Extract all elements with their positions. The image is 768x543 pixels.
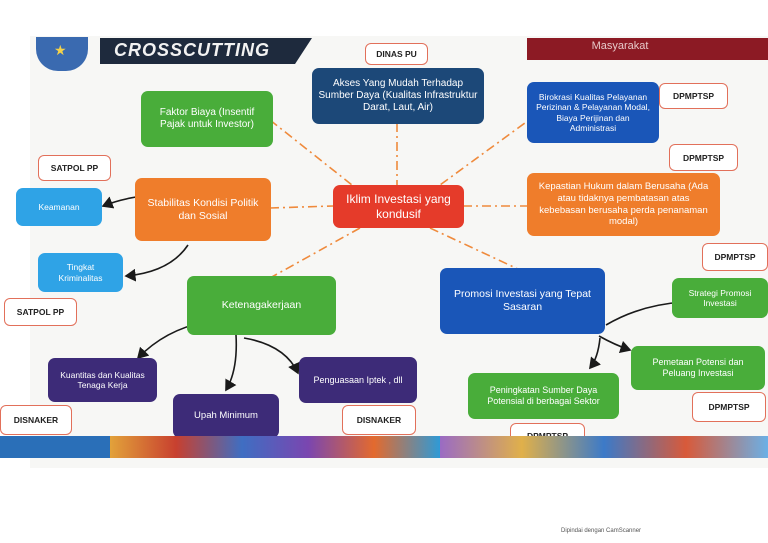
tag-satpol-pp: SATPOL PP bbox=[38, 155, 111, 181]
node-birokrasi: Birokrasi Kualitas Pelayanan Perizinan &… bbox=[527, 82, 659, 143]
tag-dinas-pu: DINAS PU bbox=[365, 43, 428, 65]
node-kepastian-hukum: Kepastian Hukum dalam Berusaha (Ada atau… bbox=[527, 173, 720, 236]
node-akses-sumber-daya: Akses Yang Mudah Terhadap Sumber Daya (K… bbox=[312, 68, 484, 124]
arrow-keamanan bbox=[101, 196, 137, 209]
tag-dpmptsp: DPMPTSP bbox=[669, 144, 738, 171]
node-ketenagakerjaan: Ketenagakerjaan bbox=[187, 276, 336, 335]
connector-stabilitas bbox=[269, 205, 334, 209]
tag-dpmptsp: DPMPTSP bbox=[659, 83, 728, 109]
decorative-strip-center bbox=[110, 436, 440, 458]
diagram-title: CROSSCUTTING bbox=[114, 40, 270, 60]
node-stabilitas: Stabilitas Kondisi Politik dan Sosial bbox=[135, 178, 271, 241]
node-peningkatan-sumber-daya: Peningkatan Sumber Daya Potensial di ber… bbox=[468, 373, 619, 419]
node-penguasaan-iptek: Penguasaan Iptek , dll bbox=[299, 357, 417, 403]
decorative-strip-right bbox=[440, 436, 768, 458]
arrow-upah bbox=[225, 334, 238, 392]
connector-faktor-biaya bbox=[269, 119, 353, 186]
tag-satpol-pp: SATPOL PP bbox=[4, 298, 77, 326]
connector-birokrasi bbox=[439, 111, 541, 186]
arrow-kriminalitas bbox=[124, 244, 189, 282]
arrow-peningkatan bbox=[589, 337, 601, 370]
node-keamanan: Keamanan bbox=[16, 188, 102, 226]
connector-ketenagakerjaan bbox=[269, 227, 361, 279]
node-pemetaan-potensi: Pemetaan Potensi dan Peluang Investasi bbox=[631, 346, 765, 390]
masyarakat-label: Masyarakat bbox=[591, 40, 649, 52]
node-iklim-investasi-center: Iklim Investasi yang kondusif bbox=[333, 185, 464, 228]
tag-disnaker: DISNAKER bbox=[342, 405, 416, 435]
scanner-watermark: Dipindai dengan CamScanner bbox=[561, 528, 642, 534]
node-strategi-promosi: Strategi Promosi Investasi bbox=[672, 278, 768, 318]
tag-disnaker: DISNAKER bbox=[0, 405, 72, 435]
node-kuantitas-kualitas: Kuantitas dan Kualitas Tenaga Kerja bbox=[48, 358, 157, 402]
arrow-iptek bbox=[243, 337, 300, 375]
node-promosi-investasi: Promosi Investasi yang Tepat Sasaran bbox=[440, 268, 605, 334]
node-faktor-biaya: Faktor Biaya (Insentif Pajak untuk Inves… bbox=[141, 91, 273, 147]
node-upah-minimum: Upah Minimum bbox=[173, 394, 279, 438]
connector-promosi bbox=[429, 227, 521, 271]
masyarakat-bar bbox=[527, 38, 768, 60]
tag-dpmptsp: DPMPTSP bbox=[702, 243, 768, 271]
decorative-strip-left bbox=[0, 436, 110, 458]
header-banner bbox=[100, 38, 312, 64]
arrow-pemetaan bbox=[598, 335, 632, 354]
regional-emblem-logo bbox=[36, 37, 88, 71]
star-icon: ★ bbox=[54, 42, 67, 58]
node-tingkat-kriminalitas: Tingkat Kriminalitas bbox=[38, 253, 123, 292]
tag-dpmptsp: DPMPTSP bbox=[692, 392, 766, 422]
